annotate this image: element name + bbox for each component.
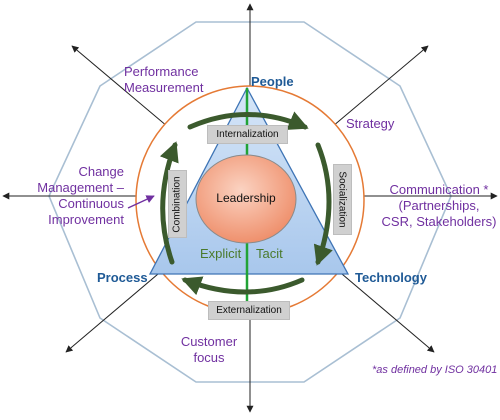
tacit-label: Tacit <box>256 246 283 261</box>
communication-label: Communication * (Partnerships, CSR, Stak… <box>380 182 498 230</box>
performance-measurement-label: Performance Measurement <box>124 64 203 96</box>
communication-line-3: CSR, Stakeholders) <box>381 214 497 229</box>
performance-line-2: Measurement <box>124 80 204 95</box>
people-label: People <box>251 74 294 89</box>
leadership-ellipse <box>195 154 297 244</box>
customer-focus-label: Customer focus <box>176 334 242 366</box>
internalization-box: Internalization <box>207 125 288 144</box>
socialization-label: Socialization <box>337 171 348 228</box>
change-pointer-arrow <box>127 195 155 209</box>
footnote: *as defined by ISO 30401 <box>372 364 498 376</box>
cycle-arrow-right <box>313 142 333 266</box>
change-line-2: Management – <box>37 180 124 195</box>
process-label: Process <box>97 270 148 285</box>
cycle-arrow-top <box>187 111 309 130</box>
change-line-3: Continuous <box>58 196 124 211</box>
change-line-4: Improvement <box>48 212 124 227</box>
externalization-label: Externalization <box>216 305 282 316</box>
change-management-label: Change Management – Continuous Improveme… <box>20 164 124 228</box>
customer-line-1: Customer <box>180 334 238 349</box>
communication-line-1: Communication * <box>389 182 489 197</box>
performance-line-1: Performance <box>124 64 199 79</box>
externalization-box: Externalization <box>208 301 290 320</box>
explicit-label: Explicit <box>200 246 242 261</box>
combination-label: Combination <box>172 175 183 233</box>
internalization-label: Internalization <box>216 129 279 140</box>
seci-cycle-arrows <box>159 111 333 296</box>
change-line-1: Change <box>78 164 124 179</box>
communication-line-2: (Partnerships, <box>398 198 480 213</box>
socialization-box: Socialization <box>333 164 352 235</box>
combination-box: Combination <box>168 170 187 238</box>
leadership-label: Leadership <box>216 191 276 205</box>
technology-label: Technology <box>355 270 427 285</box>
outer-octagon <box>48 21 452 383</box>
customer-line-2: focus <box>193 350 225 365</box>
cycle-arrow-left <box>159 141 179 265</box>
strategy-label: Strategy <box>346 116 395 131</box>
cycle-arrow-bottom <box>181 276 305 296</box>
